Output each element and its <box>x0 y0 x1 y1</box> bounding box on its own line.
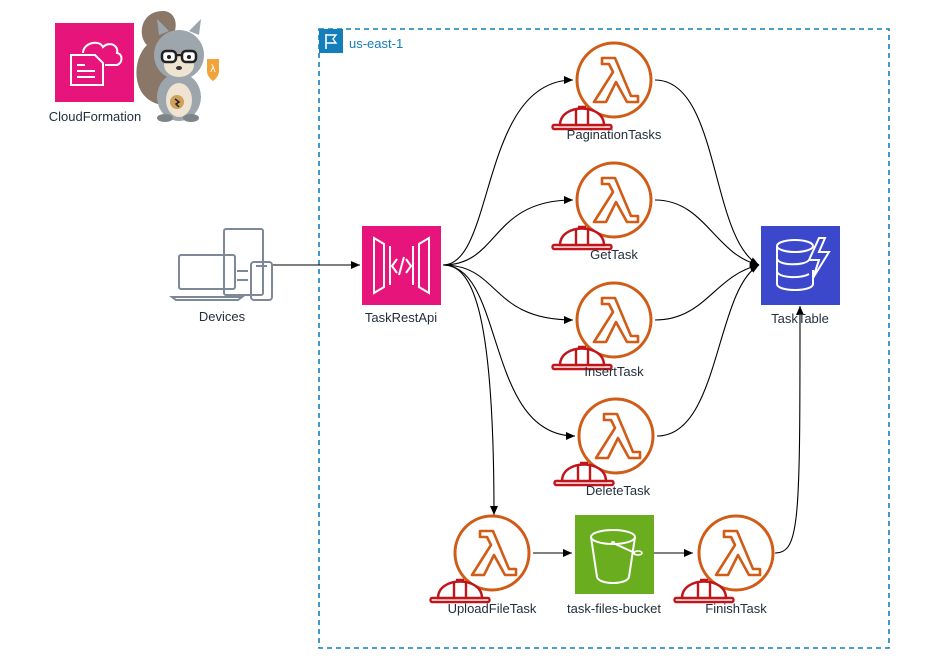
hard-hat-icon <box>551 225 613 251</box>
edge-api-deletetask <box>442 264 576 440</box>
devices-icon <box>169 228 273 301</box>
delete-task-label: DeleteTask <box>585 483 651 498</box>
task-table-label: TaskTable <box>771 311 829 326</box>
s3-bucket-icon <box>575 515 654 594</box>
edge-deletetask-table <box>656 264 760 437</box>
hard-hat-icon <box>551 345 613 371</box>
insert-task-label: InsertTask <box>584 364 644 379</box>
edge-finish-table <box>774 305 804 554</box>
hard-hat-icon <box>429 578 491 604</box>
edge-inserttask-table <box>654 263 760 321</box>
lambda-icon <box>697 514 775 592</box>
svg-text:λ: λ <box>210 64 216 75</box>
region-label: us-east-1 <box>349 36 404 51</box>
edge-pagination-table <box>654 79 760 266</box>
hard-hat-icon <box>673 578 735 604</box>
edge-api-pagination <box>442 76 574 266</box>
lambda-icon <box>575 41 653 119</box>
lambda-icon <box>575 281 653 359</box>
lambda-icon <box>577 397 655 475</box>
pagination-tasks-label: PaginationTasks <box>566 127 662 142</box>
squirrel-mascot-icon: λ <box>136 11 219 122</box>
task-files-bucket-label: task-files-bucket <box>567 601 661 616</box>
get-task-label: GetTask <box>590 247 638 262</box>
edge-api-gettask <box>442 196 574 266</box>
cloudformation-label: CloudFormation <box>48 109 142 124</box>
api-gateway-icon <box>362 226 441 305</box>
upload-file-task-label: UploadFileTask <box>447 601 537 616</box>
finish-task-label: FinishTask <box>705 601 767 616</box>
edge-api-inserttask <box>442 264 574 324</box>
hard-hat-icon <box>551 105 613 131</box>
edge-api-uploadfile <box>442 264 498 516</box>
lambda-icon <box>575 161 653 239</box>
flag-icon <box>319 29 343 53</box>
edges <box>272 76 804 557</box>
hard-hat-icon <box>553 461 615 487</box>
edge-gettask-table <box>654 199 760 267</box>
dynamodb-icon <box>761 226 840 305</box>
cloudformation-icon <box>55 23 134 102</box>
task-rest-api-label: TaskRestApi <box>364 310 438 325</box>
devices-label: Devices <box>198 309 246 324</box>
lambda-icon <box>453 514 531 592</box>
